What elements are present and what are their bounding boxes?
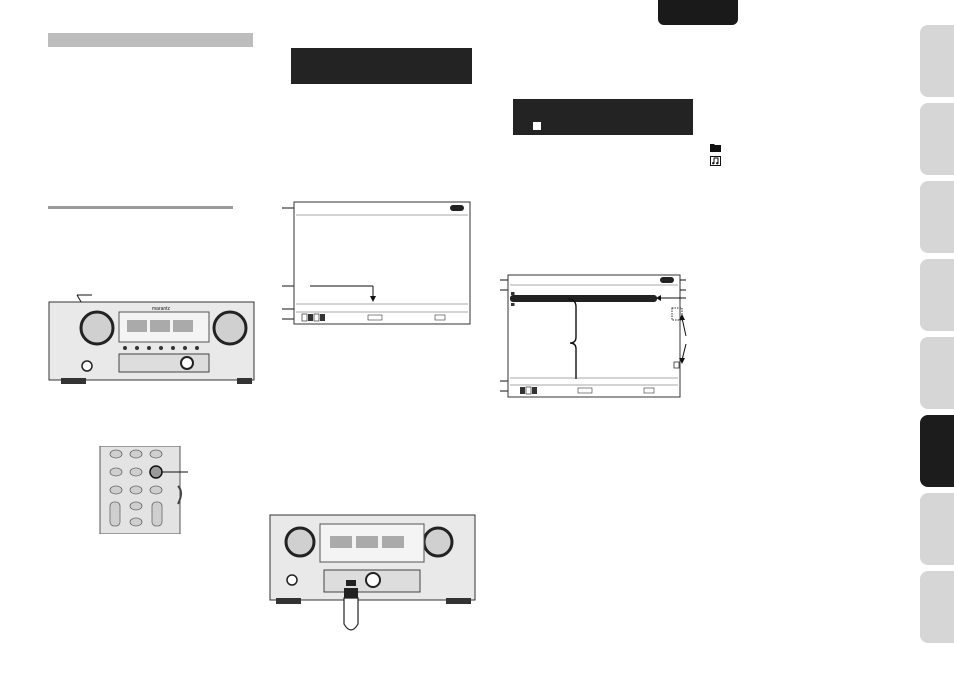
osd-screen-large [498,272,698,400]
osd-screen-small [280,198,475,328]
subsection-rule [48,206,233,209]
side-tab-3[interactable] [920,181,954,253]
step-title-box [291,48,472,84]
side-tab-8[interactable] [920,571,954,643]
brand-text: marantz [152,306,171,312]
music-note-icon [710,156,721,166]
mode-bullet-square [533,122,541,130]
side-tab-2[interactable] [920,103,954,175]
language-tab [658,0,738,25]
side-tab-7[interactable] [920,493,954,565]
mode-title-box [513,99,693,135]
side-tab-6[interactable] [920,415,954,487]
receiver-usb-illustration [268,512,478,637]
side-tab-4[interactable] [920,259,954,331]
remote-control-illustration [98,446,190,534]
side-tab-1[interactable] [920,25,954,97]
side-tab-5[interactable] [920,337,954,409]
receiver-front-panel-illustration: marantz [47,290,257,390]
folder-icon [710,142,721,152]
section-heading-bar [48,33,253,47]
